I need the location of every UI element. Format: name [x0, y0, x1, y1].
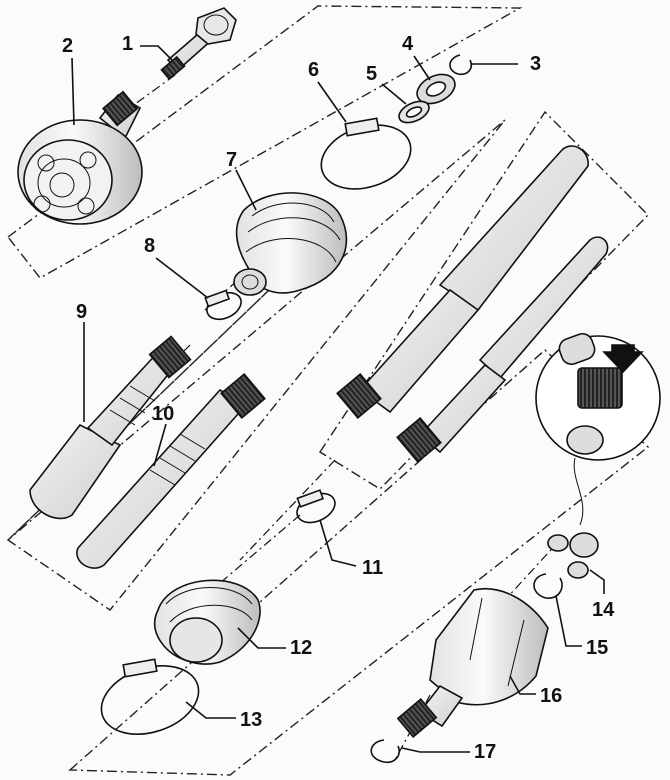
part-13-large-clamp — [100, 658, 200, 735]
left-shaft-group-frame — [6, 119, 506, 611]
callout-2: 2 — [62, 35, 73, 57]
callout-14: 14 — [592, 599, 615, 621]
part-15-circlip — [533, 573, 563, 599]
part-7-outer-boot — [233, 192, 348, 296]
part-14-tripod-joint — [535, 332, 661, 579]
callout-7: 7 — [226, 149, 237, 171]
callout-17: 17 — [474, 741, 496, 763]
callout-13: 13 — [240, 709, 262, 731]
callout-5: 5 — [366, 63, 377, 85]
right-shaft-group-frame — [319, 110, 649, 490]
callout-6: 6 — [308, 59, 319, 81]
callout-12: 12 — [290, 637, 312, 659]
callout-1: 1 — [122, 33, 133, 55]
right-drive-shafts — [336, 145, 609, 464]
part-2-outer-cv-joint — [17, 90, 143, 225]
callout-15: 15 — [586, 637, 608, 659]
callout-16: 16 — [540, 685, 562, 707]
part-4-thrust-washer — [416, 73, 456, 105]
callout-10: 10 — [152, 403, 174, 425]
callout-3: 3 — [530, 53, 541, 75]
callout-9: 9 — [76, 301, 87, 323]
callout-8: 8 — [144, 235, 155, 257]
callout-labels: 1 2 3 4 5 6 7 8 9 10 11 12 13 14 15 16 1… — [62, 33, 615, 763]
part-11-clamp — [296, 489, 336, 524]
inner-joint-group-frame — [68, 349, 650, 776]
axis-line-lower — [394, 539, 561, 761]
part-3-circlip — [449, 54, 473, 76]
part-9-drive-shaft-short — [29, 335, 192, 520]
part-8-small-clamp — [204, 289, 242, 321]
outer-joint-group-frame — [7, 5, 523, 279]
part-16-inner-joint-housing — [396, 588, 549, 738]
leader-lines — [71, 45, 605, 753]
axis-line-middle — [199, 459, 336, 601]
part-1-bolt — [160, 7, 237, 81]
callout-4: 4 — [402, 33, 414, 55]
part-5-dished-washer — [398, 100, 430, 124]
part-17-circlip — [370, 739, 400, 764]
callout-11: 11 — [362, 557, 383, 579]
part-12-inner-boot — [153, 579, 261, 665]
part-6-large-clamp — [320, 117, 412, 190]
part-10-drive-shaft-long — [76, 372, 266, 569]
